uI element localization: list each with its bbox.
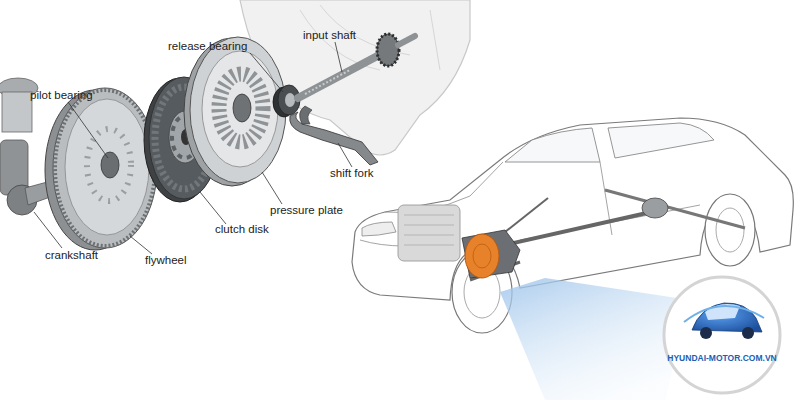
engine-detail xyxy=(404,215,454,245)
leader-line xyxy=(200,192,226,224)
part-label: flywheel xyxy=(145,253,215,267)
leader-line xyxy=(262,172,282,204)
headlight xyxy=(362,222,396,236)
wheel-rim xyxy=(716,208,744,252)
car-window xyxy=(505,128,600,162)
engine-block xyxy=(398,205,460,261)
car-window xyxy=(608,123,714,158)
leader-line xyxy=(68,102,108,158)
part-label: pilot bearing xyxy=(30,88,125,102)
plate-center xyxy=(233,94,251,122)
input-shaft-part xyxy=(298,34,415,98)
drive-shaft xyxy=(505,210,660,245)
leader-lines xyxy=(34,42,352,254)
bolt-holes xyxy=(87,129,131,201)
pilot-bearing-part xyxy=(101,152,119,178)
logo-wheel xyxy=(742,327,754,339)
logo-wheel xyxy=(700,327,712,339)
leader-line xyxy=(338,143,352,167)
flywheel-face xyxy=(65,99,149,235)
leader-line xyxy=(34,212,62,248)
rear-axle xyxy=(605,190,745,228)
logo-circle xyxy=(664,277,780,393)
car-body xyxy=(352,118,793,300)
gear-teeth xyxy=(377,34,399,66)
clutch-housing xyxy=(465,234,499,278)
part-label: crankshaft xyxy=(45,248,130,262)
shaft-splines xyxy=(305,70,350,94)
pressure-plate-part xyxy=(184,37,286,186)
clutch-detail xyxy=(473,244,491,268)
bearing-bore xyxy=(285,93,295,107)
leader-line xyxy=(250,53,283,92)
plate-ring xyxy=(202,51,278,167)
leader-line xyxy=(335,42,342,72)
flywheel-part xyxy=(45,88,157,250)
part-label: input shaft xyxy=(303,28,393,42)
diaphragm-fingers xyxy=(219,74,263,142)
part-label: release bearing xyxy=(168,39,278,53)
fork-prong xyxy=(300,106,312,124)
watermark-text: HYUNDAI-MOTOR.COM.VN xyxy=(664,351,780,365)
gearbox xyxy=(462,230,520,278)
differential xyxy=(642,198,668,218)
part-label: pressure plate xyxy=(270,203,375,217)
shaft-gear xyxy=(377,34,399,66)
site-logo xyxy=(664,277,780,393)
ring-gear xyxy=(55,90,155,246)
rear-wheel xyxy=(705,194,755,266)
logo-car xyxy=(692,303,762,332)
highlight-beam xyxy=(500,278,690,400)
plate-cover xyxy=(190,37,286,183)
shaft-end xyxy=(398,36,415,45)
shift-rod xyxy=(500,198,548,236)
flywheel-rim xyxy=(53,88,157,248)
piston-body xyxy=(2,92,32,132)
logo-swoosh xyxy=(684,306,764,322)
part-label: shift fork xyxy=(330,166,410,180)
leader-line xyxy=(130,236,152,254)
shaft-body xyxy=(298,52,385,98)
part-label: clutch disk xyxy=(215,222,300,236)
